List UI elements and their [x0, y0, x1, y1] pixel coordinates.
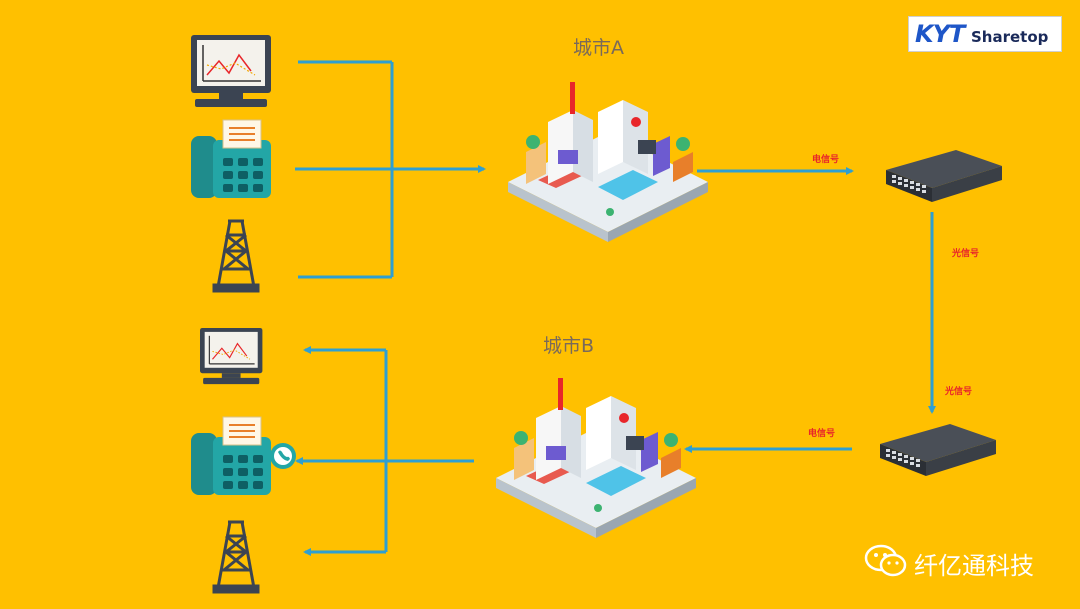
signal-label-electric-b: 电信号: [808, 429, 836, 439]
top-connector-lines: [295, 60, 486, 279]
logo-name: Sharetop: [971, 28, 1049, 46]
city-b-label: 城市B: [543, 335, 595, 357]
network-switch-b-icon: [880, 424, 996, 476]
logo-mark: KYT: [915, 20, 965, 48]
fax-machine-icon-b: [190, 416, 272, 496]
city-a-illustration: [508, 82, 708, 242]
bottom-connector-lines: [295, 346, 388, 556]
computer-monitor-icon: [190, 34, 272, 108]
signal-label-optical-2: 光信号: [945, 387, 973, 397]
wechat-icon: [864, 544, 907, 577]
watermark-text: 纤亿通科技: [914, 552, 1034, 580]
city-a-label: 城市A: [573, 37, 624, 59]
fax-machine-icon: [190, 119, 272, 199]
network-switch-a-icon: [886, 150, 1002, 202]
signal-label-optical-1: 光信号: [952, 249, 980, 259]
brand-logo: KYT Sharetop: [908, 16, 1062, 52]
signal-label-electric-a: 电信号: [812, 155, 840, 165]
incoming-call-badge-icon: [270, 443, 296, 469]
transmission-tower-icon: [212, 219, 260, 293]
city-b-illustration: [496, 378, 696, 538]
computer-monitor-icon-b: [199, 327, 263, 385]
transmission-tower-icon-b: [212, 520, 260, 594]
